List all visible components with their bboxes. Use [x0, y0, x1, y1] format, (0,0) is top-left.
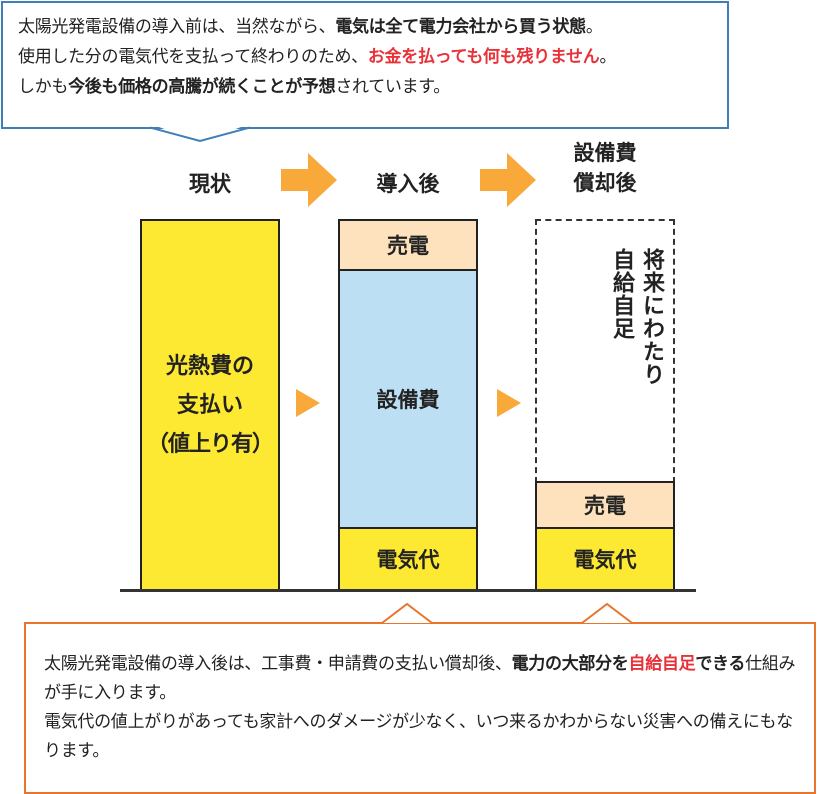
- header-arrow-1-icon: [281, 153, 337, 207]
- current-bar-line-2: 支払い: [176, 392, 243, 418]
- top-callout: [1, 1, 729, 129]
- bottom-text-d: できる: [695, 654, 746, 674]
- top-text-1b: 電気は全て電力会社から買う状態: [335, 17, 586, 37]
- top-text-3a: しかも: [18, 77, 69, 97]
- bottom-callout-pointers: [381, 602, 633, 624]
- current-bar-line-1: 光熱費の: [165, 353, 254, 379]
- self-sufficiency-dashed-area: [535, 219, 675, 483]
- top-text-3b: 今後も価格の高騰が続くことが予想: [68, 77, 336, 97]
- top-callout-text: 太陽光発電設備の導入前は、当然ながら、電気は全て電力会社から買う状態。 使用した…: [18, 12, 718, 102]
- top-callout-pointer: [150, 124, 250, 143]
- column-title-after: 導入後: [376, 172, 440, 196]
- column-title-current: 現状: [189, 172, 231, 196]
- top-callout-line-3: しかも今後も価格の高騰が続くことが予想されています。: [18, 72, 718, 102]
- bottom-callout-paragraph-1: 太陽光発電設備の導入後は、工事費・申請費の支払い償却後、電力の大部分を自給自足で…: [44, 650, 804, 708]
- bottom-text-c: 自給自足: [628, 654, 696, 674]
- bottom-callout-paragraph-2: 電気代の値上がりがあっても家計へのダメージが少なく、いつ来るかわからない災害への…: [44, 712, 793, 761]
- bottom-text-e: 仕組みが手に入ります。: [44, 654, 796, 703]
- top-text-1a: 太陽光発電設備の導入前は、当然ながら、: [18, 17, 336, 37]
- top-callout-line-1: 太陽光発電設備の導入前は、当然ながら、電気は全て電力会社から買う状態。: [18, 12, 718, 42]
- column-title-paid-off-1: 設備費: [573, 141, 637, 165]
- column-title-paid-off-2: 償却後: [573, 171, 637, 195]
- after-equipment-cost-segment: 設備費: [338, 269, 478, 529]
- after-electricity-bill-segment: 電気代: [338, 527, 478, 591]
- flow-triangle-2-icon: [497, 389, 521, 417]
- after-sell-power-segment: 売電: [338, 219, 478, 271]
- header-arrow-2-icon: [480, 153, 536, 207]
- top-text-2a: 使用した分の電気代を支払って終わりのため、: [18, 47, 368, 67]
- column-title-paid-off: 設備費 償却後: [535, 138, 675, 198]
- paid-off-sell-power-segment: 売電: [535, 481, 675, 529]
- self-sufficiency-vertical-text: 将来にわたり自給自足: [606, 248, 666, 386]
- current-cost-bar: 光熱費の 支払い （値上り有）: [140, 219, 280, 591]
- top-text-3c: されています。: [335, 77, 451, 97]
- vertical-text-col-1: 将来にわたり: [639, 248, 664, 386]
- current-bar-line-3: （値上り有）: [146, 431, 274, 457]
- flow-triangle-1-icon: [296, 389, 320, 417]
- bottom-callout: [24, 622, 816, 794]
- top-callout-line-2: 使用した分の電気代を支払って終わりのため、お金を払っても何も残りません。: [18, 42, 718, 72]
- bottom-text-b: 電力の大部分を: [511, 654, 629, 674]
- bottom-text-a: 太陽光発電設備の導入後は、工事費・申請費の支払い償却後、: [44, 654, 512, 674]
- paid-off-electricity-bill-segment: 電気代: [535, 527, 675, 591]
- top-text-2b: お金を払っても何も残りません: [367, 47, 600, 67]
- vertical-text-col-2: 自給自足: [609, 248, 634, 340]
- top-text-1c: 。: [585, 17, 603, 37]
- bottom-callout-text: 太陽光発電設備の導入後は、工事費・申請費の支払い償却後、電力の大部分を自給自足で…: [44, 650, 804, 766]
- chart-baseline: [120, 589, 696, 592]
- top-text-2c: 。: [599, 47, 617, 67]
